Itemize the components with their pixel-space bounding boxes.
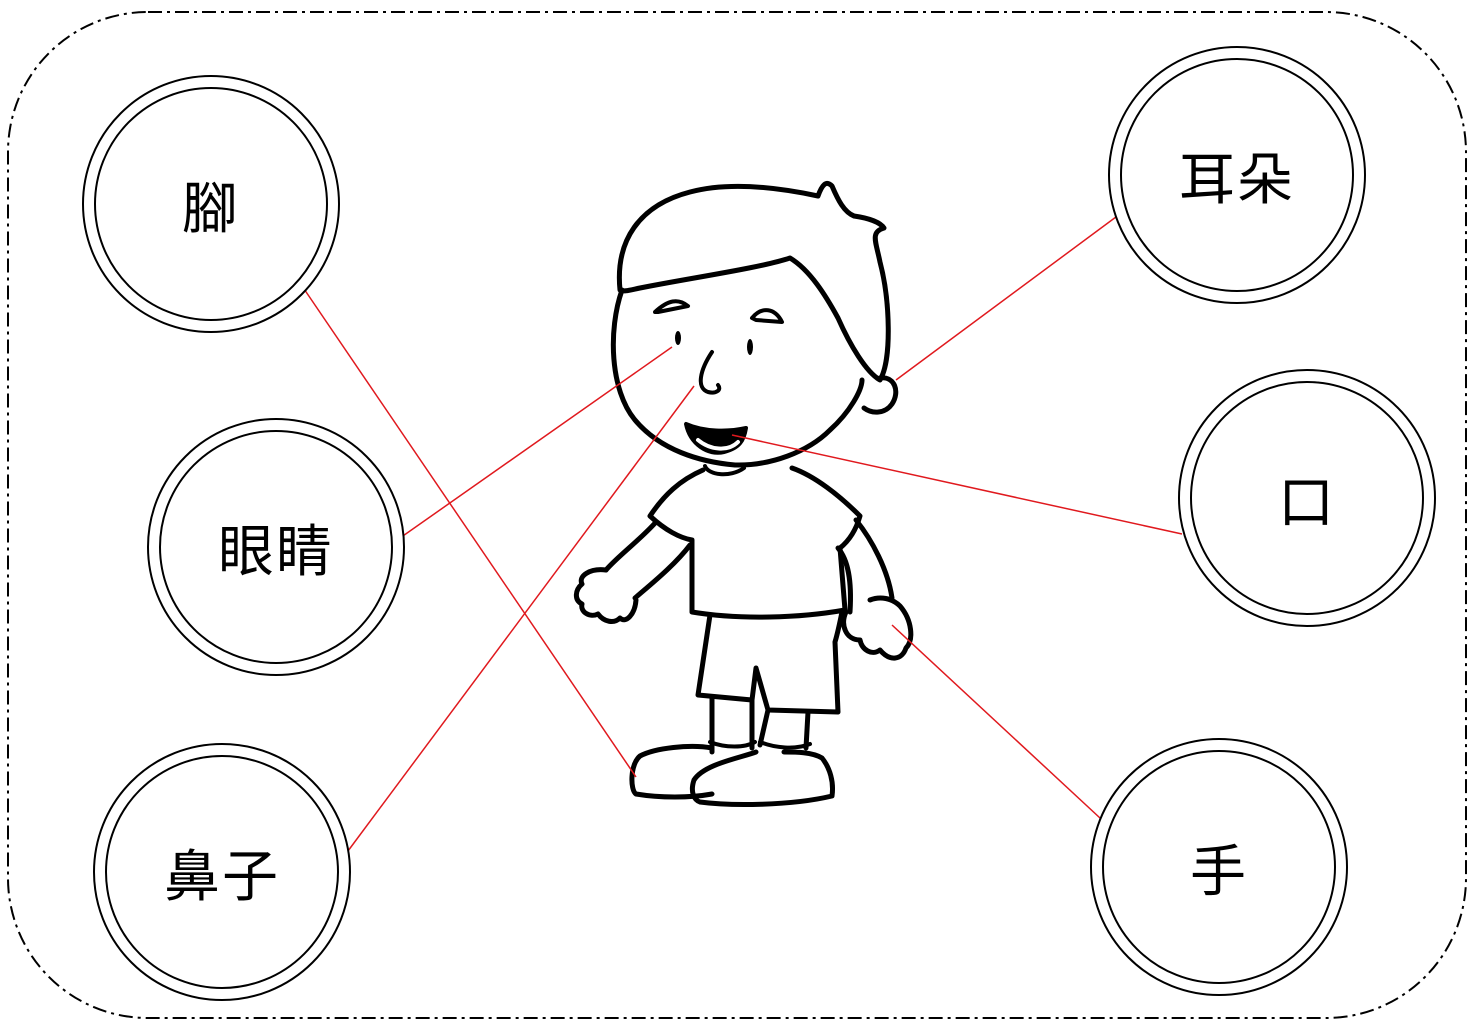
word-label-mouth: 口 (1278, 470, 1336, 536)
connector-ears (895, 213, 1121, 381)
word-bubble-mouth: 口 (1178, 369, 1436, 627)
word-bubble-ears: 耳朵 (1108, 46, 1366, 304)
word-label-ears: 耳朵 (1179, 147, 1295, 213)
boy-left-shoe (629, 743, 715, 800)
boy-face (610, 287, 865, 468)
connector-eyes (399, 346, 673, 539)
connector-mouth (731, 434, 1183, 535)
connector-foot (299, 282, 637, 778)
word-bubble-nose: 鼻子 (93, 743, 351, 1001)
word-bubble-eyes: 眼睛 (147, 418, 405, 676)
boy-shorts (695, 609, 845, 715)
word-label-eyes: 眼睛 (218, 519, 334, 585)
boy-shirt (647, 465, 863, 620)
boy-hair (616, 180, 891, 383)
boy-ear (861, 375, 899, 415)
word-label-nose: 鼻子 (164, 844, 280, 910)
word-bubble-hand: 手 (1090, 738, 1348, 996)
word-label-hand: 手 (1190, 839, 1248, 905)
connector-hand (891, 624, 1101, 819)
connector-nose (344, 385, 695, 856)
boy-right-shoe (689, 749, 835, 807)
boy-left-hand (573, 567, 639, 624)
boy-right-hand (841, 595, 914, 661)
word-bubble-foot: 腳 (82, 75, 340, 333)
word-label-foot: 腳 (182, 176, 240, 242)
